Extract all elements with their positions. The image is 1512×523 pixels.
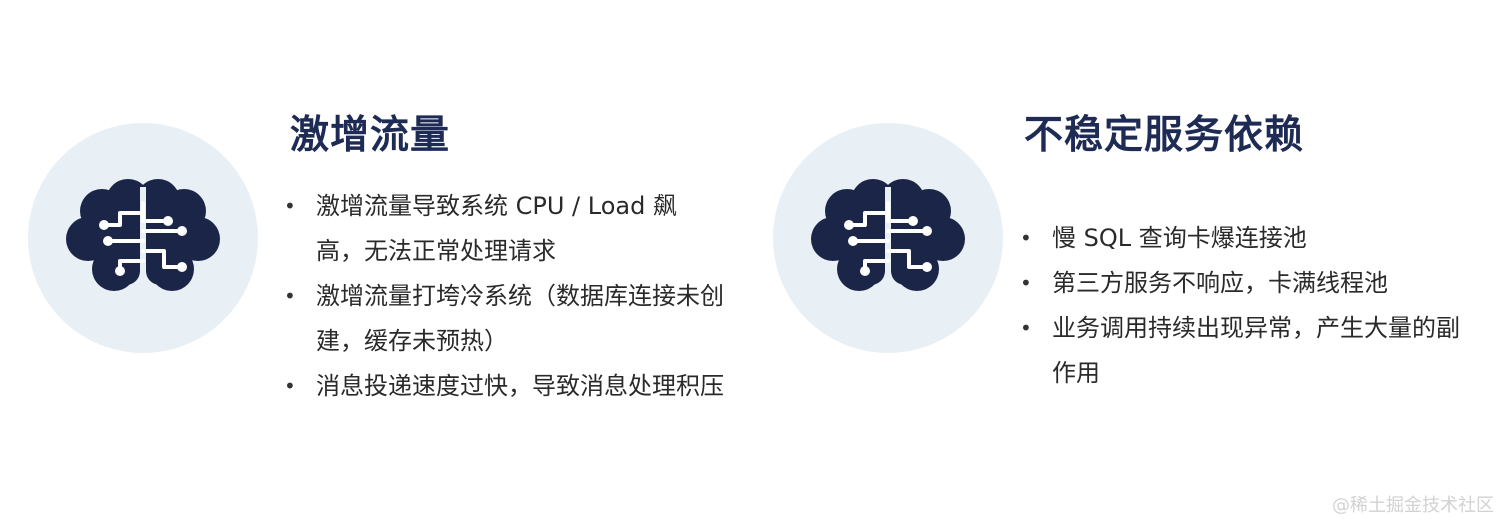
list-item: 慢 SQL 查询卡爆连接池 [1020, 216, 1460, 261]
list-item: 第三方服务不响应，卡满线程池 [1020, 261, 1460, 306]
left-icon-circle [28, 123, 258, 353]
list-item: 激增流量导致系统 CPU / Load 飙高，无法正常处理请求 [284, 184, 724, 274]
watermark: @稀土掘金技术社区 [1332, 495, 1494, 516]
list-item: 业务调用持续出现异常，产生大量的副作用 [1020, 306, 1460, 396]
brain-circuit-icon [66, 179, 220, 291]
list-item: 消息投递速度过快，导致消息处理积压 [284, 364, 724, 409]
list-item: 激增流量打垮冷系统（数据库连接未创建，缓存未预热） [284, 274, 724, 364]
unstable-dependency-list: 慢 SQL 查询卡爆连接池 第三方服务不响应，卡满线程池 业务调用持续出现异常，… [1020, 216, 1460, 396]
section-title-unstable-dependency: 不稳定服务依赖 [1024, 113, 1305, 158]
brain-circuit-icon [811, 179, 965, 291]
section-title-traffic-surge: 激增流量 [290, 113, 451, 158]
traffic-surge-list: 激增流量导致系统 CPU / Load 飙高，无法正常处理请求 激增流量打垮冷系… [284, 184, 724, 409]
right-icon-circle [773, 123, 1003, 353]
